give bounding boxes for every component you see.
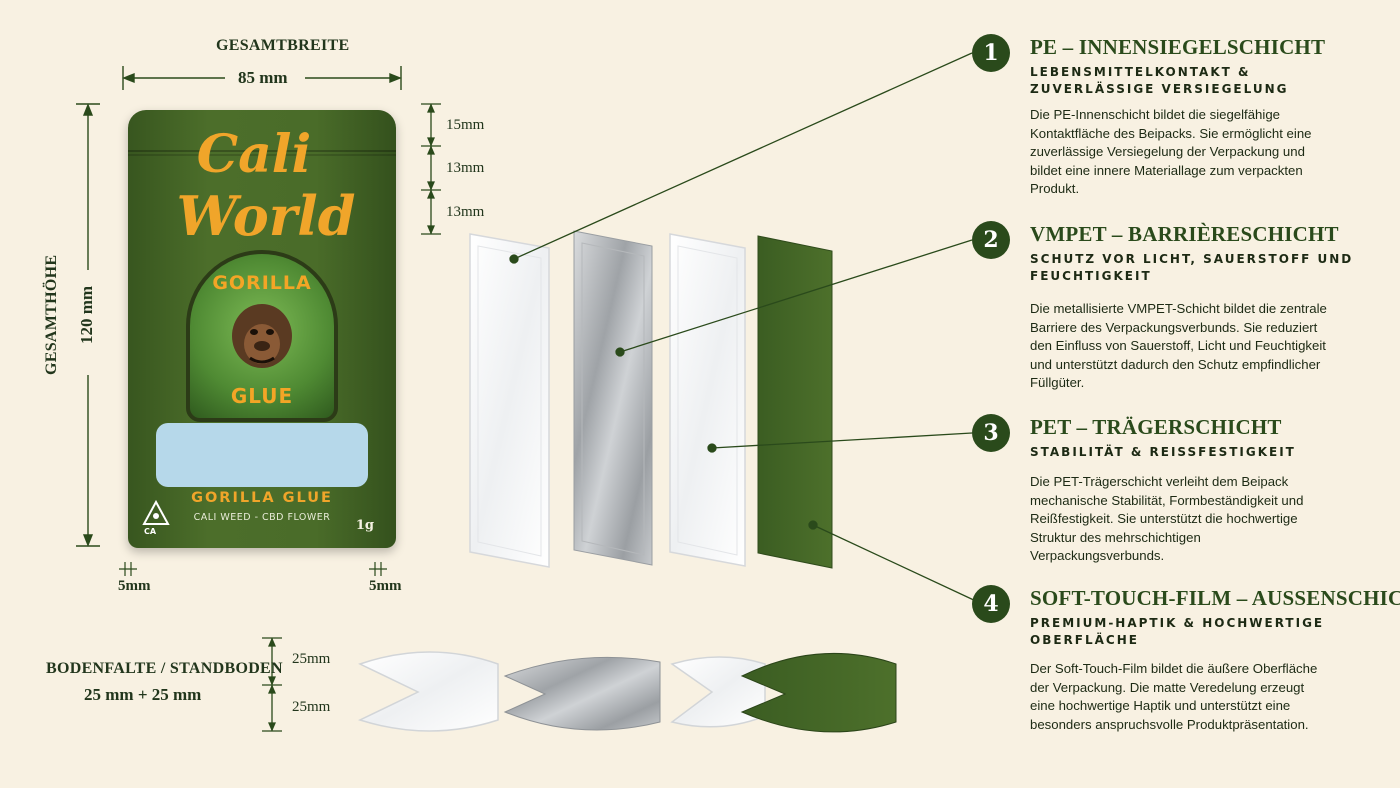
- gusset-shape-pe: [357, 651, 499, 732]
- emblem-bottom-text: GLUE: [230, 384, 294, 408]
- top-segment-dimension: [421, 103, 441, 235]
- layer-subtitle: PREMIUM-HAPTIK & HOCHWERTIGE OBERFLÄCHE: [1030, 616, 1325, 647]
- gorilla-face-icon: [232, 304, 292, 368]
- width-dimension-line: [122, 66, 402, 90]
- layer-number-badge: 4: [972, 585, 1010, 623]
- label-window: [156, 423, 368, 487]
- gusset-dimension: [262, 637, 282, 732]
- brand-line-2: World: [176, 184, 356, 248]
- height-heading: GESAMTHÖHE: [43, 254, 60, 375]
- gusset-segment-2-label: 25mm: [292, 699, 331, 715]
- top-segment-1-label: 15mm: [446, 117, 485, 133]
- gorilla-emblem: GORILLA GLUE: [186, 250, 338, 422]
- compliance-mark-text: CA: [144, 527, 157, 536]
- layer-title: VMPET – BARRIÈRESCHICHT: [1030, 222, 1339, 246]
- width-value: 85 mm: [238, 68, 288, 87]
- layer-sheet-pet: [669, 233, 746, 567]
- layer-description: Die metallisierte VMPET-Schicht bildet d…: [1030, 301, 1327, 391]
- layer-title: PET – TRÄGERSCHICHT: [1030, 415, 1282, 439]
- top-segment-3-label: 13mm: [446, 204, 485, 220]
- product-subtitle: CALI WEED - CBD FLOWER: [193, 512, 331, 523]
- product-weight: 1g: [355, 518, 374, 533]
- layer-number-badge: 2: [972, 221, 1010, 259]
- layer-sheet-pe: [469, 233, 550, 568]
- product-name: GORILLA GLUE: [191, 490, 333, 506]
- layer-sheet-vmpet: [573, 230, 653, 566]
- gusset-shape-pet: [670, 656, 766, 728]
- width-heading: GESAMTBREITE: [216, 37, 350, 54]
- height-dimension-line: [76, 103, 100, 547]
- layer-subtitle: SCHUTZ VOR LICHT, SAUERSTOFF UND FEUCHTI…: [1030, 252, 1354, 283]
- warning-triangle-icon: [142, 500, 170, 525]
- gusset-shape-vmpet: [503, 656, 661, 731]
- side-margin-dimension: [119, 562, 387, 576]
- layer-description: Der Soft-Touch-Film bildet die äußere Ob…: [1030, 661, 1318, 732]
- gusset-shape-softtouch: [740, 652, 897, 733]
- emblem-top-text: GORILLA: [212, 272, 312, 294]
- layer-entry-1: 1 PE – INNENSIEGELSCHICHT LEBENSMITTELKO…: [972, 34, 1372, 204]
- side-margin-left-label: 5mm: [118, 578, 151, 594]
- gusset-value: 25 mm + 25 mm: [84, 685, 202, 704]
- side-margin-right-label: 5mm: [369, 578, 402, 594]
- gusset-segment-1-label: 25mm: [292, 651, 331, 667]
- layer-description: Die PE-Innenschicht bildet die siegelfäh…: [1030, 107, 1312, 197]
- layer-subtitle: STABILITÄT & REISSFESTIGKEIT: [1030, 445, 1296, 459]
- layer-number-badge: 1: [972, 34, 1010, 72]
- top-segment-2-label: 13mm: [446, 160, 485, 176]
- layer-title: PE – INNENSIEGELSCHICHT: [1030, 35, 1326, 59]
- leader-lines: [509, 52, 979, 603]
- layer-description: Die PET-Trägerschicht verleiht dem Beipa…: [1030, 474, 1304, 564]
- height-value: 120 mm: [77, 285, 96, 345]
- gusset-heading: BODENFALTE / STANDBODEN: [46, 660, 283, 677]
- layer-entry-2: 2 VMPET – BARRIÈRESCHICHT SCHUTZ VOR LIC…: [972, 221, 1372, 396]
- layer-number-badge: 3: [972, 414, 1010, 452]
- layer-subtitle: LEBENSMITTELKONTAKT & ZUVERLÄSSIGE VERSI…: [1030, 65, 1289, 96]
- layer-entry-4: 4 SOFT-TOUCH-FILM – AUSSENSCHICHT PREMIU…: [972, 585, 1400, 745]
- layer-title: SOFT-TOUCH-FILM – AUSSENSCHICHT: [1030, 586, 1400, 610]
- pouch-mockup: Cali World GORILLA GLUE GORILLA GLUE CAL…: [128, 110, 396, 548]
- brand-line-1: Cali: [196, 124, 312, 185]
- layer-entry-3: 3 PET – TRÄGERSCHICHT STABILITÄT & REISS…: [972, 414, 1372, 574]
- zipper-line: [128, 150, 396, 152]
- zipper-line: [128, 154, 396, 156]
- layer-sheet-softtouch: [757, 235, 833, 569]
